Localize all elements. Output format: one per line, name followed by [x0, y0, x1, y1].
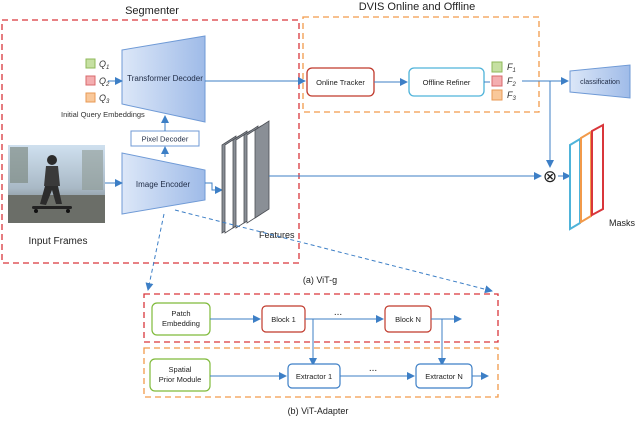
output-3-label: F3 — [507, 90, 517, 102]
block1-label: Block 1 — [271, 315, 296, 324]
adapter-group-box — [143, 347, 499, 398]
query-2-label: Q2 — [99, 76, 110, 88]
mask-stack — [569, 123, 604, 231]
query-1-square — [85, 58, 96, 69]
query-2-square — [85, 75, 96, 86]
query-embeddings-caption: Initial Query Embeddings — [61, 110, 145, 119]
query-3-square — [85, 92, 96, 103]
transformer-decoder-block — [121, 35, 206, 123]
input-frames-label: Input Frames — [29, 236, 88, 247]
adapter-dots: ... — [369, 363, 377, 374]
blockN-label: Block N — [395, 315, 421, 324]
output-2-square — [491, 75, 503, 87]
extractorN-label: Extractor N — [425, 372, 463, 381]
output-embeddings: F1 F2 F3 — [491, 61, 517, 102]
spatial-prior-block — [149, 358, 211, 392]
output-1-square — [491, 61, 503, 73]
pixel-decoder-label: Pixel Decoder — [142, 135, 189, 144]
dvis-title: DVIS Online and Offline — [359, 1, 476, 13]
output-2-label: F2 — [507, 76, 517, 88]
features-label: Features — [259, 230, 295, 240]
query-embeddings: Q1 Q2 Q3 — [85, 58, 110, 105]
dvis-group-box — [302, 16, 540, 113]
extractor1-label: Extractor 1 — [296, 372, 332, 381]
vitg-group-box — [143, 293, 499, 343]
vitg-caption: (a) ViT-g — [303, 275, 337, 285]
image-encoder-block — [121, 152, 206, 215]
link-encoder-to-adapter — [145, 213, 165, 291]
vitg-dots: ... — [334, 307, 342, 318]
combine-symbol: ⊗ — [543, 167, 557, 186]
input-frame-image — [8, 145, 105, 223]
query-3-label: Q3 — [99, 93, 110, 105]
query-1-label: Q1 — [99, 59, 109, 71]
feature-stack — [221, 120, 270, 234]
segmenter-title: Segmenter — [125, 5, 179, 17]
output-3-square — [491, 89, 503, 101]
masks-label: Masks — [609, 218, 636, 228]
image-encoder-label: Image Encoder — [136, 180, 191, 189]
transformer-decoder-label: Transformer Decoder — [127, 74, 203, 83]
classification-block — [569, 64, 631, 99]
offline-refiner-label: Offline Refiner — [423, 78, 471, 87]
adapter-caption: (b) ViT-Adapter — [288, 406, 349, 416]
classification-label: classification — [580, 79, 620, 86]
arrow-encoder-to-features — [205, 182, 223, 194]
link-encoder-to-vitg — [174, 209, 493, 294]
output-1-label: F1 — [507, 62, 516, 74]
online-tracker-label: Online Tracker — [316, 78, 365, 87]
